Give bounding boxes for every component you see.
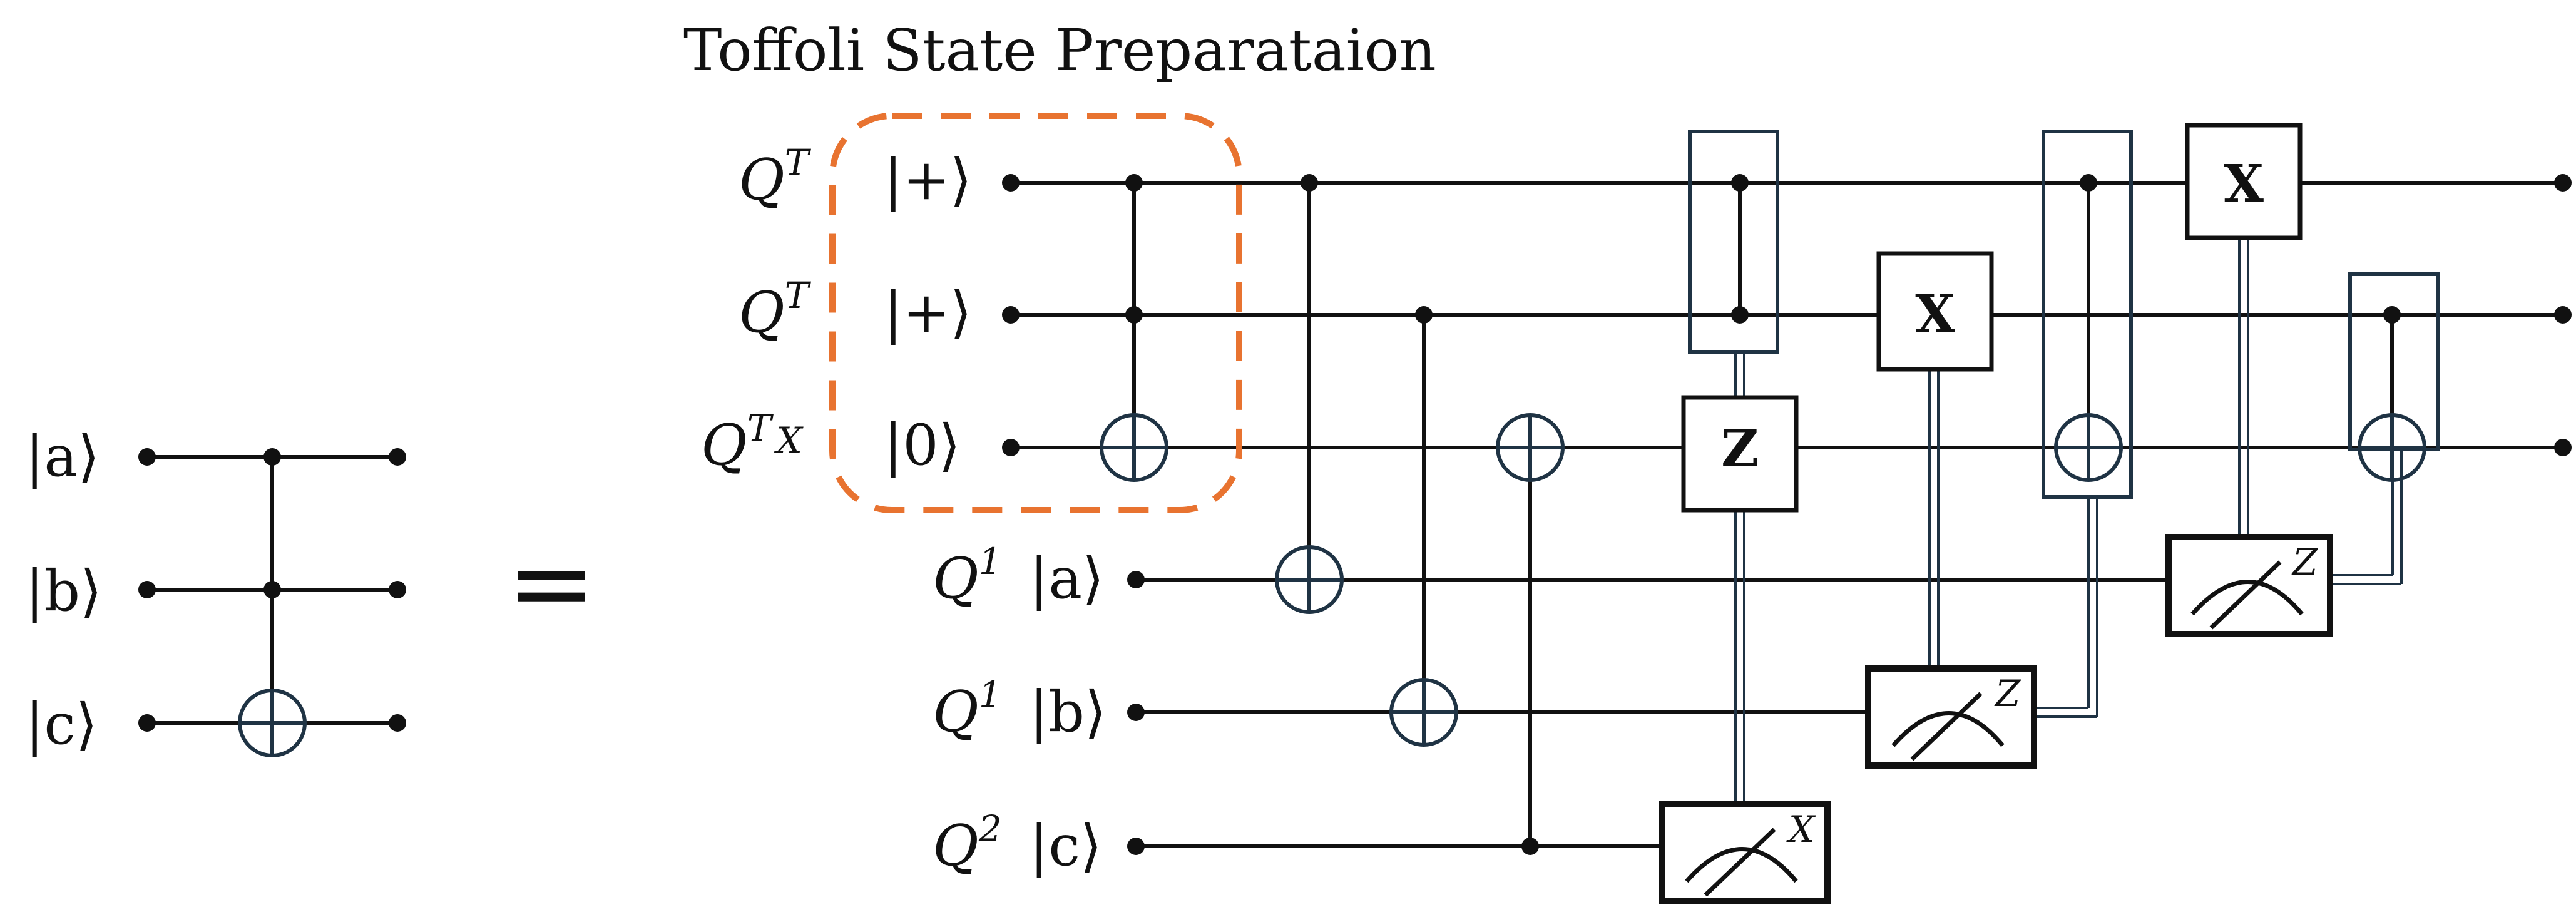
equals-sign: =	[507, 521, 596, 645]
left-toffoli-control-a	[263, 448, 281, 466]
classical-control-box-1	[1688, 130, 1779, 354]
cnot-ancilla2-to-b	[1389, 306, 1458, 747]
row-label-qt-2: QT	[739, 274, 812, 346]
control-box	[1688, 130, 1779, 354]
row-label-qt-1: QT	[739, 141, 812, 213]
cz-control-1	[1731, 174, 1749, 192]
svg-text:X: X	[2224, 154, 2264, 214]
z-gate: Z	[1681, 395, 1799, 513]
cnot-c-to-ancilla3	[1496, 413, 1565, 855]
prep-control-1	[1125, 174, 1143, 192]
x-gate-2: X	[2185, 123, 2303, 240]
wire-start-dot	[1002, 439, 1020, 456]
meter-basis: Z	[1994, 672, 2021, 715]
cnot-control	[2080, 174, 2097, 192]
input-state-c: |c⟩	[1030, 813, 1102, 879]
left-input-b: |b⟩	[25, 558, 102, 624]
prep-target	[1100, 413, 1168, 482]
cnot-ancilla1-to-a	[1275, 174, 1344, 614]
left-input-c: |c⟩	[25, 692, 98, 757]
cnot-target	[2358, 413, 2426, 482]
cz-control-2	[1731, 306, 1749, 324]
classical-wires	[1734, 238, 2403, 814]
meter-needle	[1910, 692, 1983, 761]
wire-start-dot	[1127, 838, 1145, 855]
row-label-q2-c: Q2	[933, 807, 1002, 879]
classical-control-box-2	[2042, 130, 2133, 499]
cnot-target	[1389, 678, 1458, 747]
prep-control-2	[1125, 306, 1143, 324]
left-wire-start-dot	[138, 581, 156, 598]
quantum-wires	[1002, 174, 2572, 855]
input-state-a: |a⟩	[1030, 546, 1104, 612]
input-labels: Q1 Q1 Q2 |a⟩ |b⟩ |c⟩	[933, 540, 1107, 879]
row-label-q1-b: Q1	[933, 674, 1002, 745]
measurement-x-c: X	[1659, 801, 1831, 904]
toffoli-state-prep-box	[829, 113, 1242, 513]
wire-start-dot	[1002, 174, 1020, 192]
toffoli-prep-gate	[1100, 174, 1168, 482]
cnot-target	[2054, 413, 2123, 482]
left-toffoli-target	[238, 689, 307, 757]
left-circuit: |a⟩ |b⟩ |c⟩	[25, 424, 406, 757]
left-input-a: |a⟩	[25, 424, 100, 489]
wire-start-dot	[1127, 704, 1145, 721]
ancilla-state-plus-2: |+⟩	[884, 280, 972, 346]
cnot-target	[1275, 545, 1344, 614]
measurement-z-b: Z	[1865, 665, 2037, 769]
left-wire-end-dot	[389, 581, 406, 598]
meter-basis: Z	[2291, 541, 2319, 583]
cnot-target	[1496, 413, 1565, 482]
left-wire-end-dot	[389, 714, 406, 732]
wire-start-dot	[1127, 571, 1145, 588]
meter-basis: X	[1786, 808, 1816, 851]
cnot-control	[1301, 174, 1318, 192]
svg-text:X: X	[1915, 284, 1955, 344]
row-label-q1-a: Q1	[933, 540, 1002, 612]
left-wire-end-dot	[389, 448, 406, 466]
wire-end-dot	[2554, 306, 2572, 324]
svg-text:Z: Z	[1721, 419, 1759, 479]
wire-end-dot	[2554, 439, 2572, 456]
cnot-control	[2383, 306, 2401, 324]
ancilla-state-zero: |0⟩	[884, 413, 961, 478]
cnot-control	[1521, 838, 1539, 855]
cnot-control	[1415, 306, 1433, 324]
control-box	[2042, 130, 2133, 499]
diagram-title: Toffoli State Preparataion	[683, 17, 1436, 84]
left-wire-start-dot	[138, 714, 156, 732]
meter-needle	[2209, 560, 2282, 630]
left-toffoli-control-b	[263, 581, 281, 598]
measurement-z-a: Z	[2165, 534, 2333, 637]
input-state-b: |b⟩	[1030, 679, 1107, 745]
left-wire-start-dot	[138, 448, 156, 466]
wire-start-dot	[1002, 306, 1020, 324]
x-gate-1: X	[1876, 251, 1994, 372]
wire-end-dot	[2554, 174, 2572, 192]
meter-needle	[1704, 828, 1776, 897]
classical-control-box-3	[2348, 272, 2440, 482]
ancilla-state-plus-1: |+⟩	[884, 147, 972, 213]
